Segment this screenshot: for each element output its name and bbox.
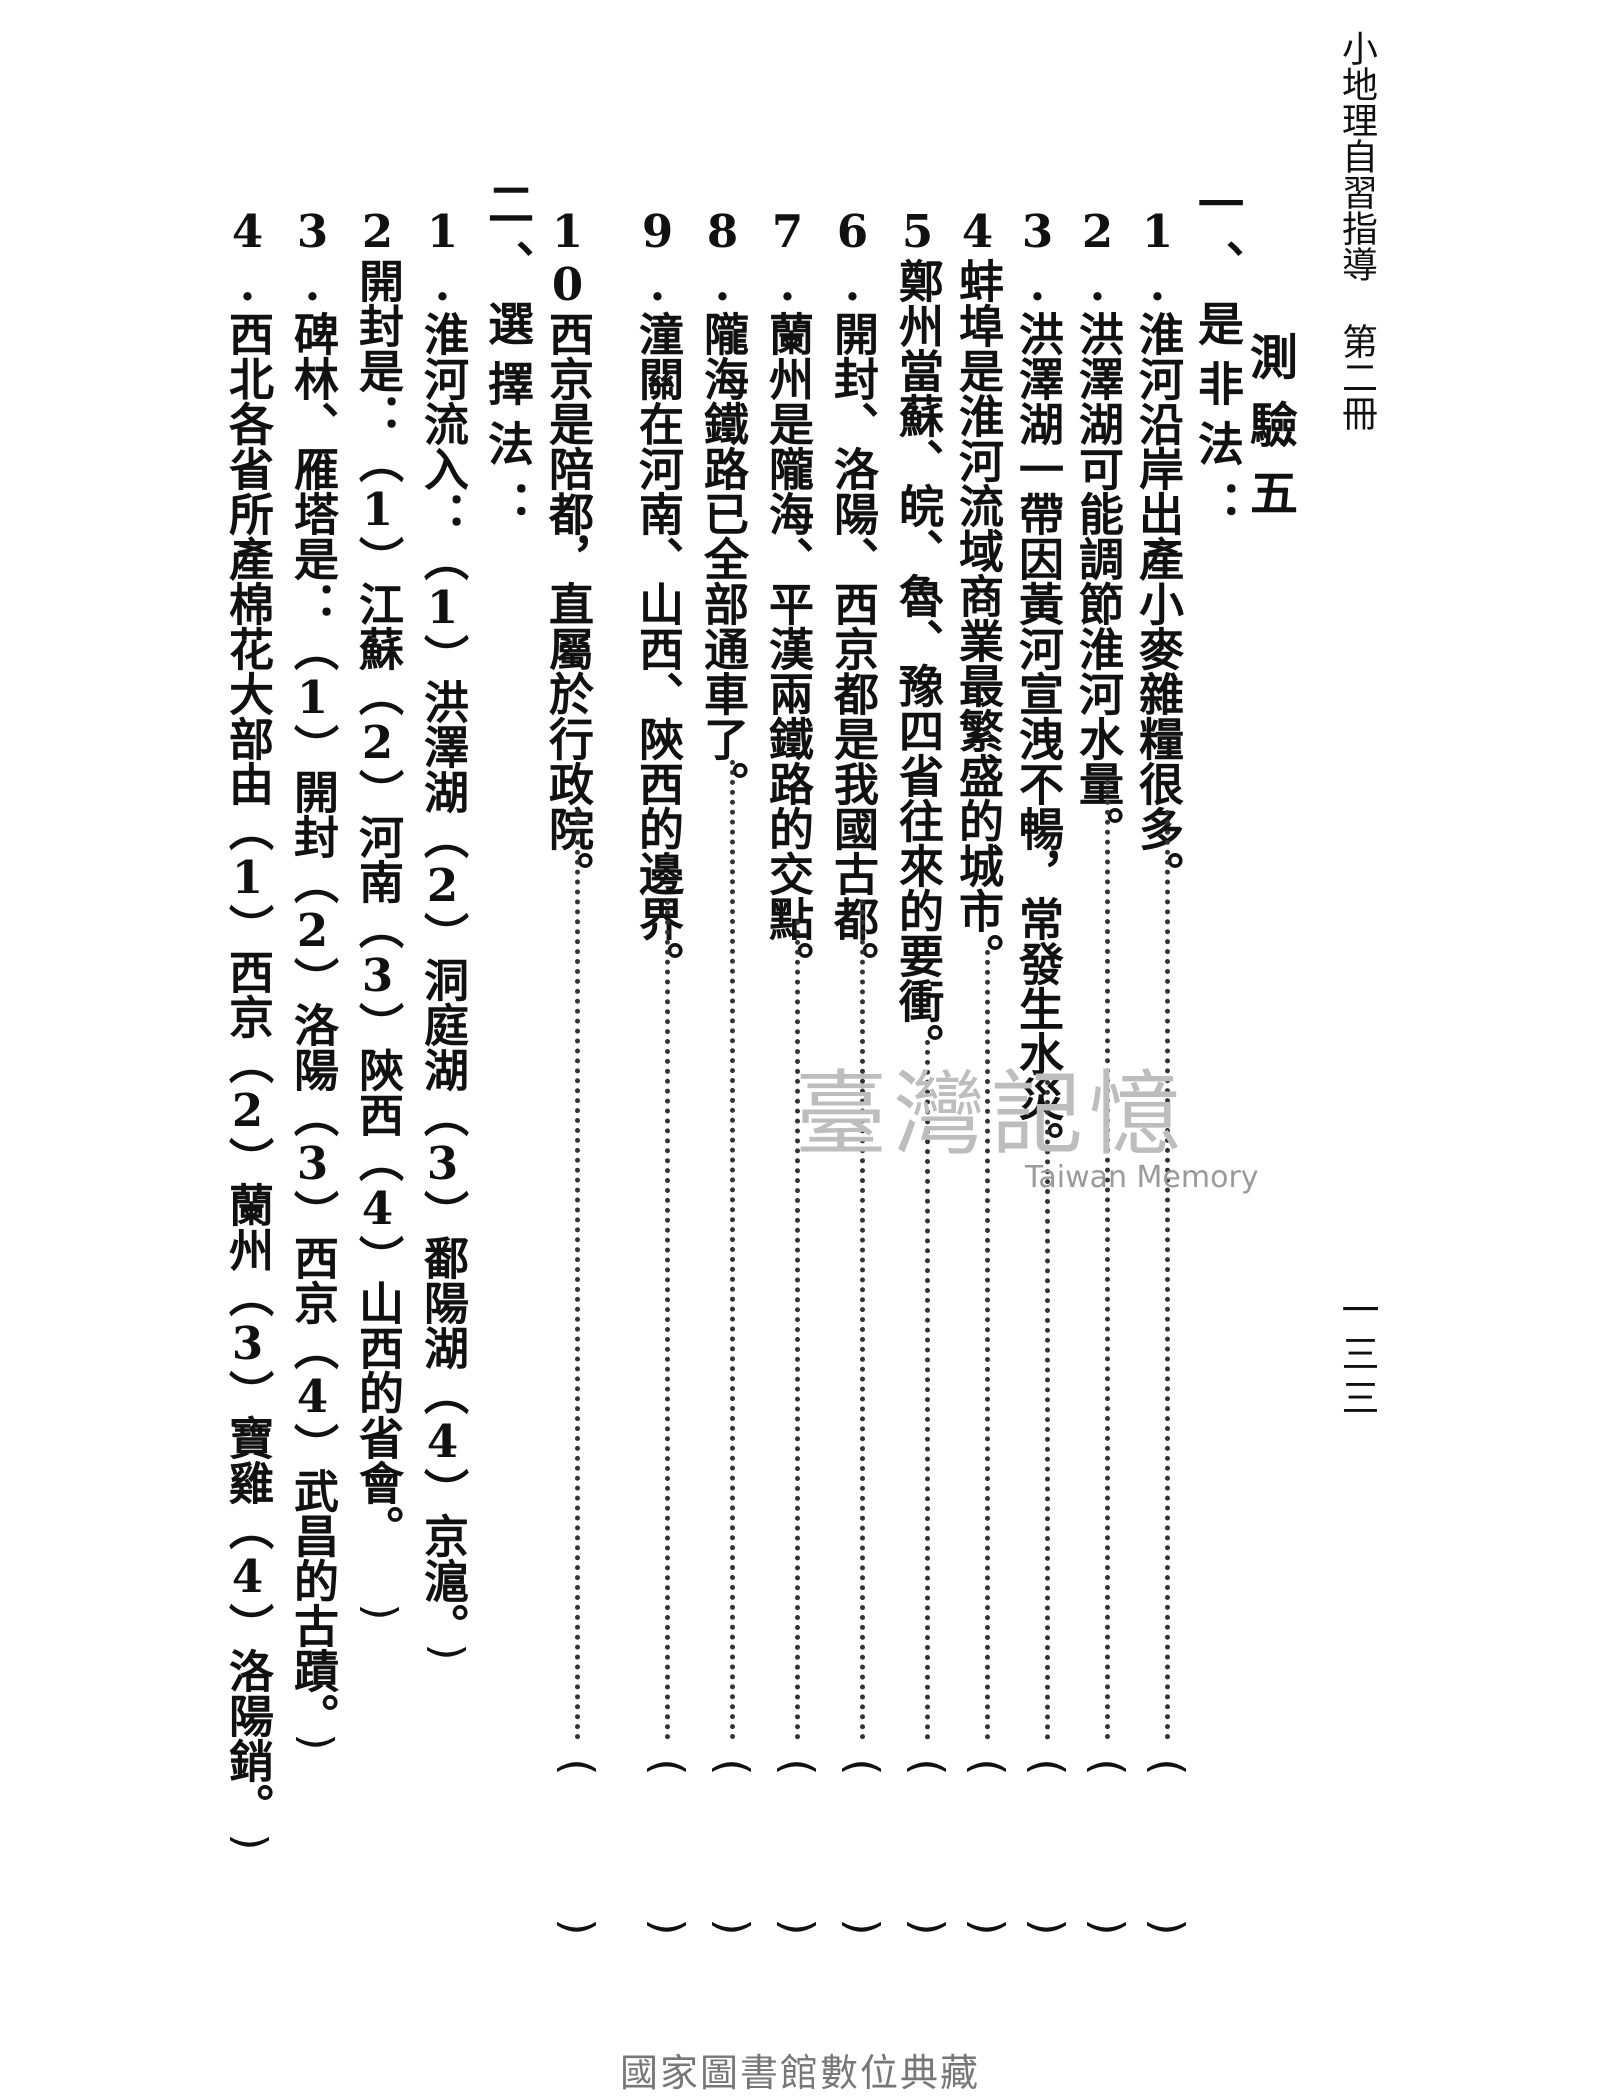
answer-paren-close: ) <box>422 1643 473 1661</box>
dotted-leader <box>730 760 735 1740</box>
answer-paren-open: ( <box>837 1758 888 1776</box>
answer-paren-close: ) <box>1022 1918 1073 1936</box>
answer-paren-open: ( <box>962 1758 1013 1776</box>
answer-paren-close: ) <box>1082 1918 1133 1936</box>
answer-paren-close: ) <box>707 1918 758 1936</box>
question-1-7: 7.蘭州是隴海、平漢兩鐵路的交點。 <box>761 205 814 986</box>
dotted-leader <box>925 1040 930 1740</box>
section-title-true-false: 一、是非法： <box>1191 180 1245 540</box>
answer-paren-close: ) <box>837 1918 888 1936</box>
answer-paren-close: ) <box>1142 1918 1193 1936</box>
answer-paren-close: ) <box>962 1918 1013 1936</box>
answer-paren-open: ( <box>707 1758 758 1776</box>
dotted-leader <box>985 950 990 1740</box>
dotted-leader <box>575 810 580 1740</box>
question-1-3: 3.洪澤湖一帶因黃河宣洩不暢，常發生水災。 <box>1011 205 1064 1166</box>
question-1-5: 5鄭州當蘇、皖、魯、豫四省往來的要衝。 <box>891 205 944 1068</box>
question-1-1: 1.淮河沿岸出產小麥雜糧很多。 <box>1131 205 1184 896</box>
question-1-4: 4蚌埠是淮河流域商業最繁盛的城市。 <box>951 205 1004 978</box>
answer-paren-open: ( <box>772 1758 823 1776</box>
answer-paren-open: ( <box>1142 1758 1193 1776</box>
question-1-2: 2.洪澤湖可能調節淮河水量。 <box>1071 205 1124 851</box>
answer-paren-open: ( <box>902 1758 953 1776</box>
footer-credit: 國家圖書館數位典藏 <box>619 2051 980 2095</box>
dotted-leader <box>665 900 670 1740</box>
watermark-chinese: 臺灣記憶 <box>795 1061 1188 1168</box>
dotted-leader <box>1045 1080 1050 1740</box>
question-2-2: 2開封是：（1）江蘇（2）河南（3）陝西（4）山西的省會。 <box>351 205 404 1550</box>
section-title-multiple-choice: 二、選擇法： <box>481 180 535 540</box>
question-1-10: 10西京是陪都，直屬於行政院。 <box>541 205 594 896</box>
question-1-8: 8.隴海鐵路已全部通車了。 <box>696 205 749 806</box>
answer-paren-open: ( <box>552 1758 603 1776</box>
question-2-4: 4.西北各省所產棉花大部由（1）西京（2）蘭州（3）寶雞（4）洛陽銷。 <box>221 205 274 1828</box>
dotted-leader <box>1165 810 1170 1740</box>
test-title: 測驗五 <box>1241 332 1297 536</box>
question-1-9: 9.潼關在河南、山西、陝西的邊界。 <box>631 205 684 986</box>
question-2-3: 3.碑林、雁塔是：（1）開封（2）洛陽（3）西京（4）武昌的古蹟。 <box>286 205 339 1738</box>
watermark-english: Taiwan Memory <box>1025 1160 1259 1195</box>
question-1-6: 6.開封、洛陽、西京都是我國古都。 <box>826 205 879 986</box>
answer-paren-open: ( <box>1082 1758 1133 1776</box>
answer-paren-close: ) <box>552 1918 603 1936</box>
page-number: 一三三 <box>1335 1290 1379 1422</box>
dotted-leader <box>795 920 800 1740</box>
dotted-leader <box>1105 780 1110 1740</box>
question-2-1: 1.淮河流入：（1）洪澤湖（2）洞庭湖（3）鄱陽湖（4）京滬。 <box>416 205 469 1648</box>
answer-paren-open: ( <box>642 1758 693 1776</box>
answer-paren-close: ) <box>225 1833 276 1851</box>
answer-paren-close: ) <box>291 1733 342 1751</box>
running-header: 小地理自習指導 第二冊 <box>1336 30 1377 431</box>
answer-paren-open: ( <box>1022 1758 1073 1776</box>
answer-paren-close: ) <box>355 1603 406 1621</box>
answer-paren-close: ) <box>772 1918 823 1936</box>
dotted-leader <box>860 900 865 1740</box>
answer-paren-close: ) <box>902 1918 953 1936</box>
answer-paren-close: ) <box>642 1918 693 1936</box>
